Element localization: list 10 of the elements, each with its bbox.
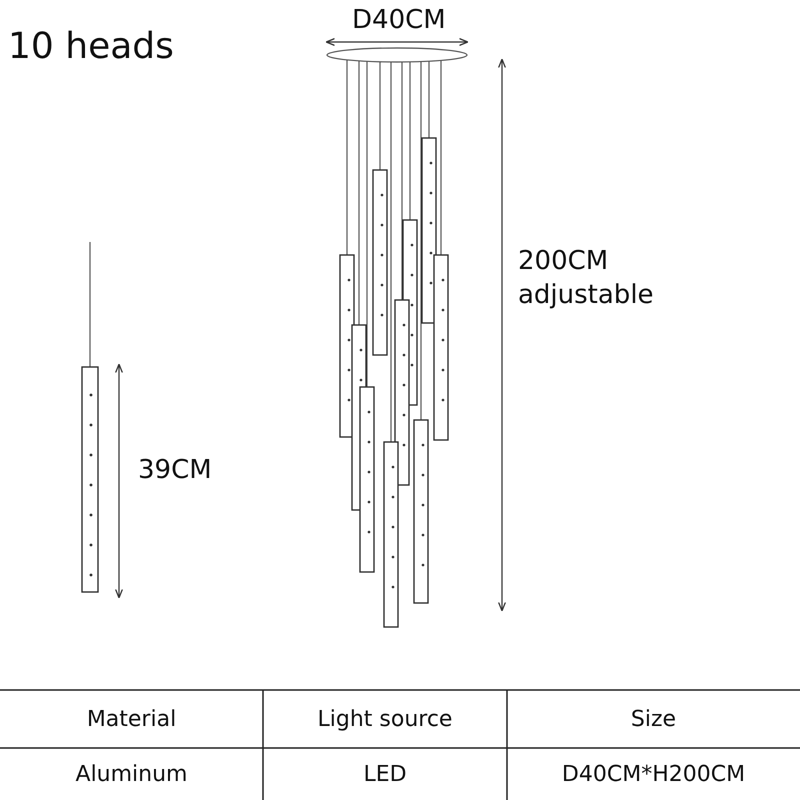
dimension-label: D40CM [352, 4, 446, 37]
header-cell-text: Size [630, 706, 678, 734]
header-cell-text: Material [86, 706, 178, 734]
dimension-label: 39CM [138, 454, 212, 487]
table-cell-text: LED [362, 760, 408, 788]
header-cell-text: Light source [316, 706, 454, 734]
heading: 10 heads [8, 25, 174, 69]
dimension-label: 200CM adjustable [518, 245, 655, 312]
table-cell-text: D40CM*H200CM [560, 760, 746, 788]
table-cell-text: Aluminum [74, 760, 188, 788]
